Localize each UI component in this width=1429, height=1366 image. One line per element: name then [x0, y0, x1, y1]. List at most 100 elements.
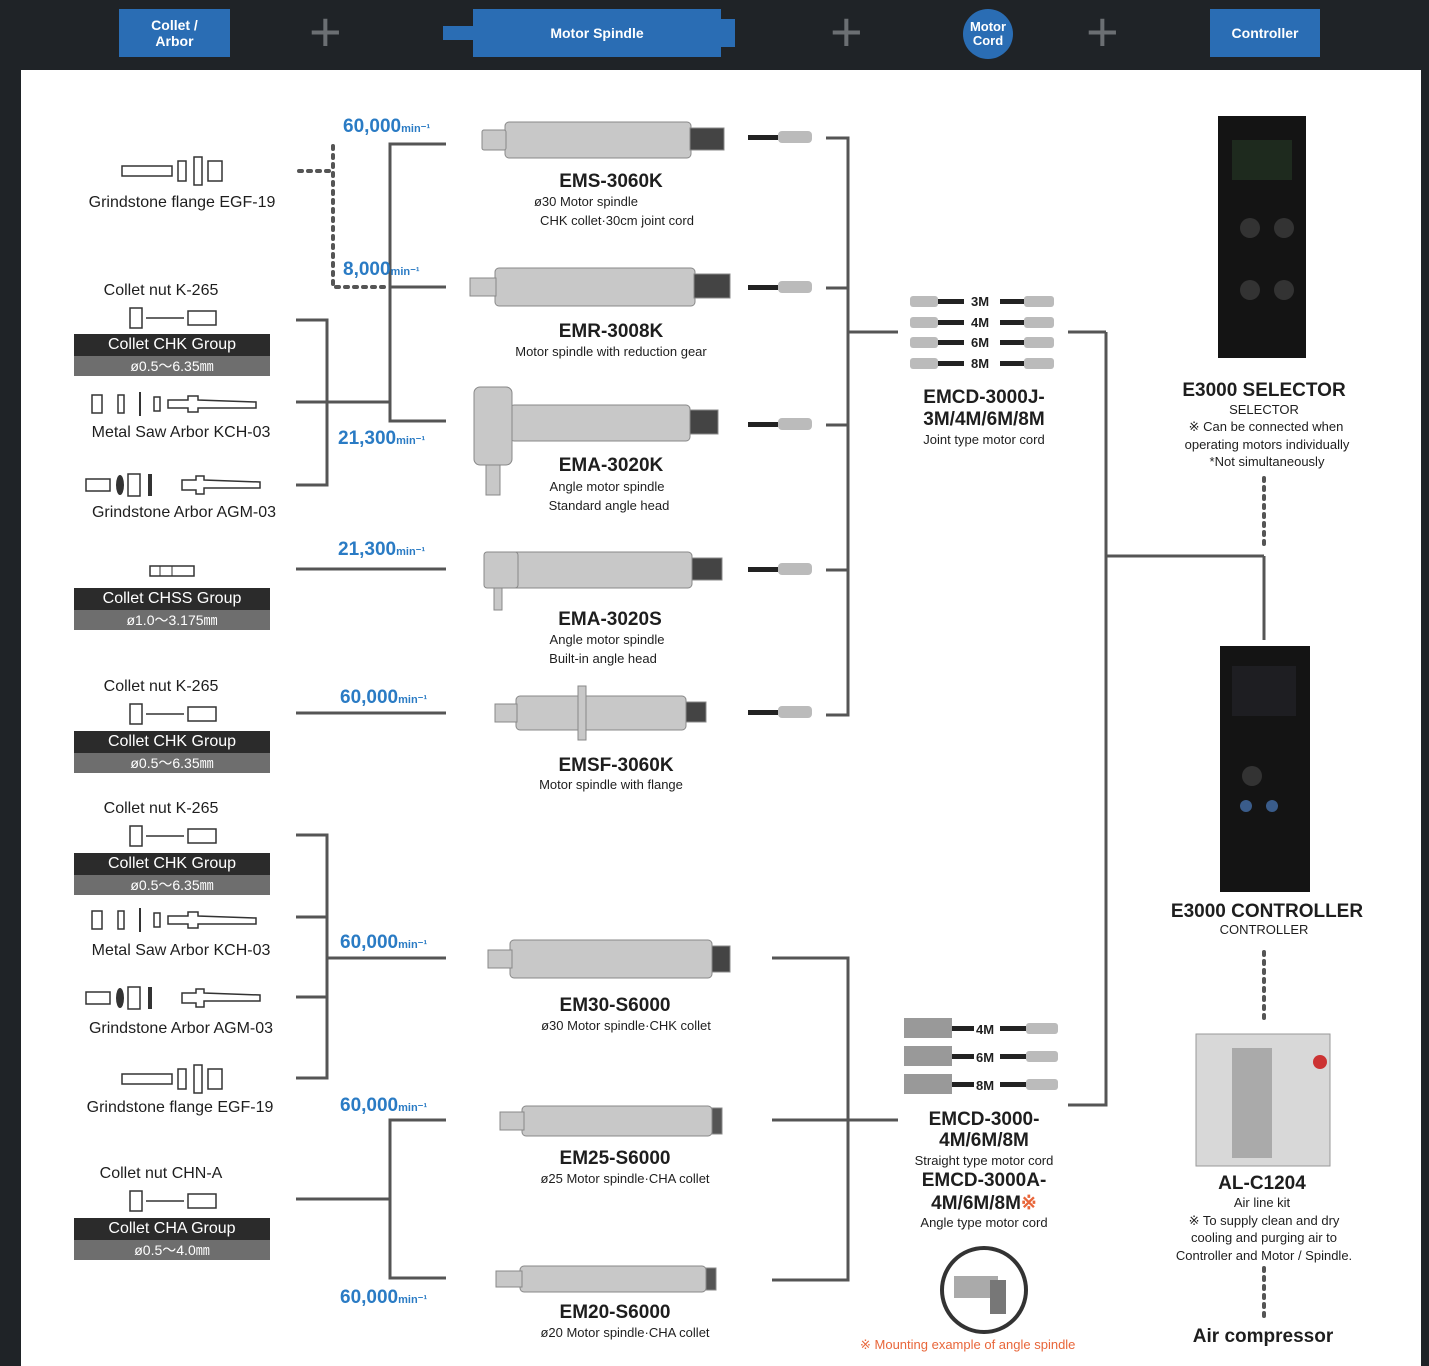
collet-nut-icon	[129, 825, 217, 847]
straight-cord-name: 4M/6M/8M	[939, 1130, 1029, 1151]
collet-chk-range: ø0.5～6.35㎜	[74, 875, 270, 895]
selector-sub: SELECTOR	[1229, 402, 1299, 417]
spindle-desc: Motor spindle with reduction gear	[515, 344, 707, 359]
spindle-name: EM30-S6000	[559, 995, 671, 1016]
collet-nut-icon	[129, 307, 217, 329]
spindle-name: EMA-3020K	[558, 455, 664, 476]
grindstone-flange-icon	[121, 1064, 223, 1094]
spindle-desc: ø20 Motor spindle·CHA collet	[540, 1325, 710, 1340]
header-collet-arbor: Collet / Arbor	[119, 9, 230, 57]
air-kit-note: cooling and purging air to	[1191, 1230, 1337, 1245]
speed-label: 21,300min⁻¹	[338, 428, 426, 449]
plus-icon: +	[1086, 0, 1119, 63]
collet-chk-group-label: Collet CHK Group	[74, 334, 270, 356]
straight-cord-desc: Straight type motor cord	[914, 1153, 1054, 1168]
spindle-name: EM20-S6000	[559, 1302, 671, 1323]
air-compressor-label: Air compressor	[1192, 1326, 1334, 1347]
spindle-name: EM25-S6000	[559, 1148, 671, 1169]
collet-nut-icon	[129, 703, 217, 725]
collet-chss-range: ø1.0～3.175㎜	[74, 610, 270, 630]
spindle-desc: Motor spindle with flange	[539, 777, 683, 792]
spindle-desc: Angle motor spindle	[549, 632, 665, 647]
joint-cord-name: 3M/4M/6M/8M	[923, 409, 1045, 430]
collet-chss-group-box: Collet CHSS Group ø1.0～3.175㎜	[74, 588, 270, 630]
grindstone-arbor-icon	[85, 986, 261, 1010]
spindle-desc: ø25 Motor spindle·CHA collet	[540, 1171, 710, 1186]
angle-cord-name: EMCD-3000A-	[921, 1170, 1047, 1191]
cord-length: 4M	[976, 1022, 995, 1037]
collet-chk-range: ø0.5～6.35㎜	[74, 753, 270, 773]
grindstone-arbor-label: Grindstone Arbor AGM-03	[91, 504, 277, 521]
air-kit-sub: Air line kit	[1233, 1195, 1291, 1210]
cord-length: 4M	[971, 315, 990, 330]
metal-saw-arbor-icon	[91, 392, 257, 416]
speed-label: 21,300min⁻¹	[338, 539, 426, 560]
grindstone-arbor-label: Grindstone Arbor AGM-03	[88, 1020, 274, 1037]
selector-name: E3000 SELECTOR	[1182, 380, 1346, 401]
speed-label: 60,000min⁻¹	[340, 1095, 428, 1116]
collet-chk-group-label: Collet CHK Group	[74, 853, 270, 875]
joint-cord-desc: Joint type motor cord	[923, 432, 1045, 447]
speed-label: 60,000min⁻¹	[343, 116, 431, 137]
selector-note: operating motors individually	[1184, 437, 1350, 452]
cord-length: 8M	[976, 1078, 995, 1093]
collet-chss-icon	[149, 565, 195, 577]
collet-nut-label: Collet nut K-265	[103, 800, 219, 817]
collet-cha-group-box: Collet CHA Group ø0.5～4.0㎜	[74, 1218, 270, 1260]
spindle-desc: ø30 Motor spindle	[533, 194, 639, 209]
mounting-note: ※ Mounting example of angle spindle	[860, 1337, 1076, 1352]
spindle-name: EMS-3060K	[559, 171, 663, 192]
joint-cord-name: EMCD-3000J-	[923, 387, 1045, 408]
angle-cord-desc: Angle type motor cord	[920, 1215, 1048, 1230]
header-motor-cord: Motor Cord	[963, 9, 1013, 59]
spindle-desc: ø30 Motor spindle·CHK collet	[541, 1018, 711, 1033]
controller-name: E3000 CONTROLLER	[1170, 901, 1364, 922]
egf19-top-label: Grindstone flange EGF-19	[88, 194, 276, 211]
grindstone-arbor-icon	[85, 473, 261, 497]
motor-spindle-header: Motor Spindle	[443, 9, 735, 57]
straight-cord-name: EMCD-3000-	[928, 1109, 1040, 1130]
air-kit-note: Controller and Motor / Spindle.	[1175, 1248, 1353, 1263]
plus-icon: +	[830, 0, 863, 63]
collet-chk-group-box: Collet CHK Group ø0.5～6.35㎜	[74, 853, 270, 895]
air-kit-name: AL-C1204	[1218, 1173, 1306, 1194]
collet-nut-label: Collet nut K-265	[103, 282, 219, 299]
grindstone-flange-icon	[121, 156, 223, 186]
spindle-name: EMA-3020S	[558, 609, 662, 630]
metal-saw-arbor-icon	[91, 908, 257, 932]
collet-chk-group-box: Collet CHK Group ø0.5～6.35㎜	[74, 731, 270, 773]
collet-chk-range: ø0.5～6.35㎜	[74, 356, 270, 376]
spindle-desc: Angle motor spindle	[549, 479, 665, 494]
collet-chk-group-box: Collet CHK Group ø0.5～6.35㎜	[74, 334, 270, 376]
collet-nut-label: Collet nut K-265	[103, 678, 219, 695]
cord-length: 6M	[976, 1050, 995, 1065]
speed-label: 60,000min⁻¹	[340, 932, 428, 953]
collet-nut-icon	[129, 1190, 217, 1212]
egf19-bottom-label: Grindstone flange EGF-19	[86, 1099, 274, 1116]
speed-label: 60,000min⁻¹	[340, 1287, 428, 1308]
cord-length: 6M	[971, 335, 990, 350]
spindle-desc: CHK collet·30cm joint cord	[540, 213, 694, 228]
controller-sub: CONTROLLER	[1219, 922, 1309, 937]
spindle-name: EMSF-3060K	[558, 755, 674, 776]
spindle-desc: Built-in angle head	[549, 651, 657, 666]
spindle-desc: Standard angle head	[548, 498, 670, 513]
collet-cha-group-label: Collet CHA Group	[74, 1218, 270, 1240]
cord-length: 3M	[971, 294, 990, 309]
speed-label: 60,000min⁻¹	[340, 687, 428, 708]
header-motor-spindle: Motor Spindle	[550, 25, 644, 41]
metal-saw-arbor-label: Metal Saw Arbor KCH-03	[91, 942, 271, 959]
collet-chss-group-label: Collet CHSS Group	[74, 588, 270, 610]
header-controller: Controller	[1210, 9, 1320, 57]
air-kit-note: ※ To supply clean and dry	[1188, 1213, 1340, 1228]
spindle-name: EMR-3008K	[558, 321, 664, 342]
cord-length: 8M	[971, 356, 990, 371]
plus-icon: +	[309, 0, 342, 63]
speed-label: 8,000min⁻¹	[343, 259, 420, 280]
collet-nut-chn-label: Collet nut CHN-A	[99, 1165, 223, 1182]
metal-saw-arbor-label: Metal Saw Arbor KCH-03	[91, 424, 271, 441]
angle-cord-name: 4M/6M/8M※	[931, 1193, 1037, 1214]
collet-cha-range: ø0.5～4.0㎜	[74, 1240, 270, 1260]
collet-chk-group-label: Collet CHK Group	[74, 731, 270, 753]
